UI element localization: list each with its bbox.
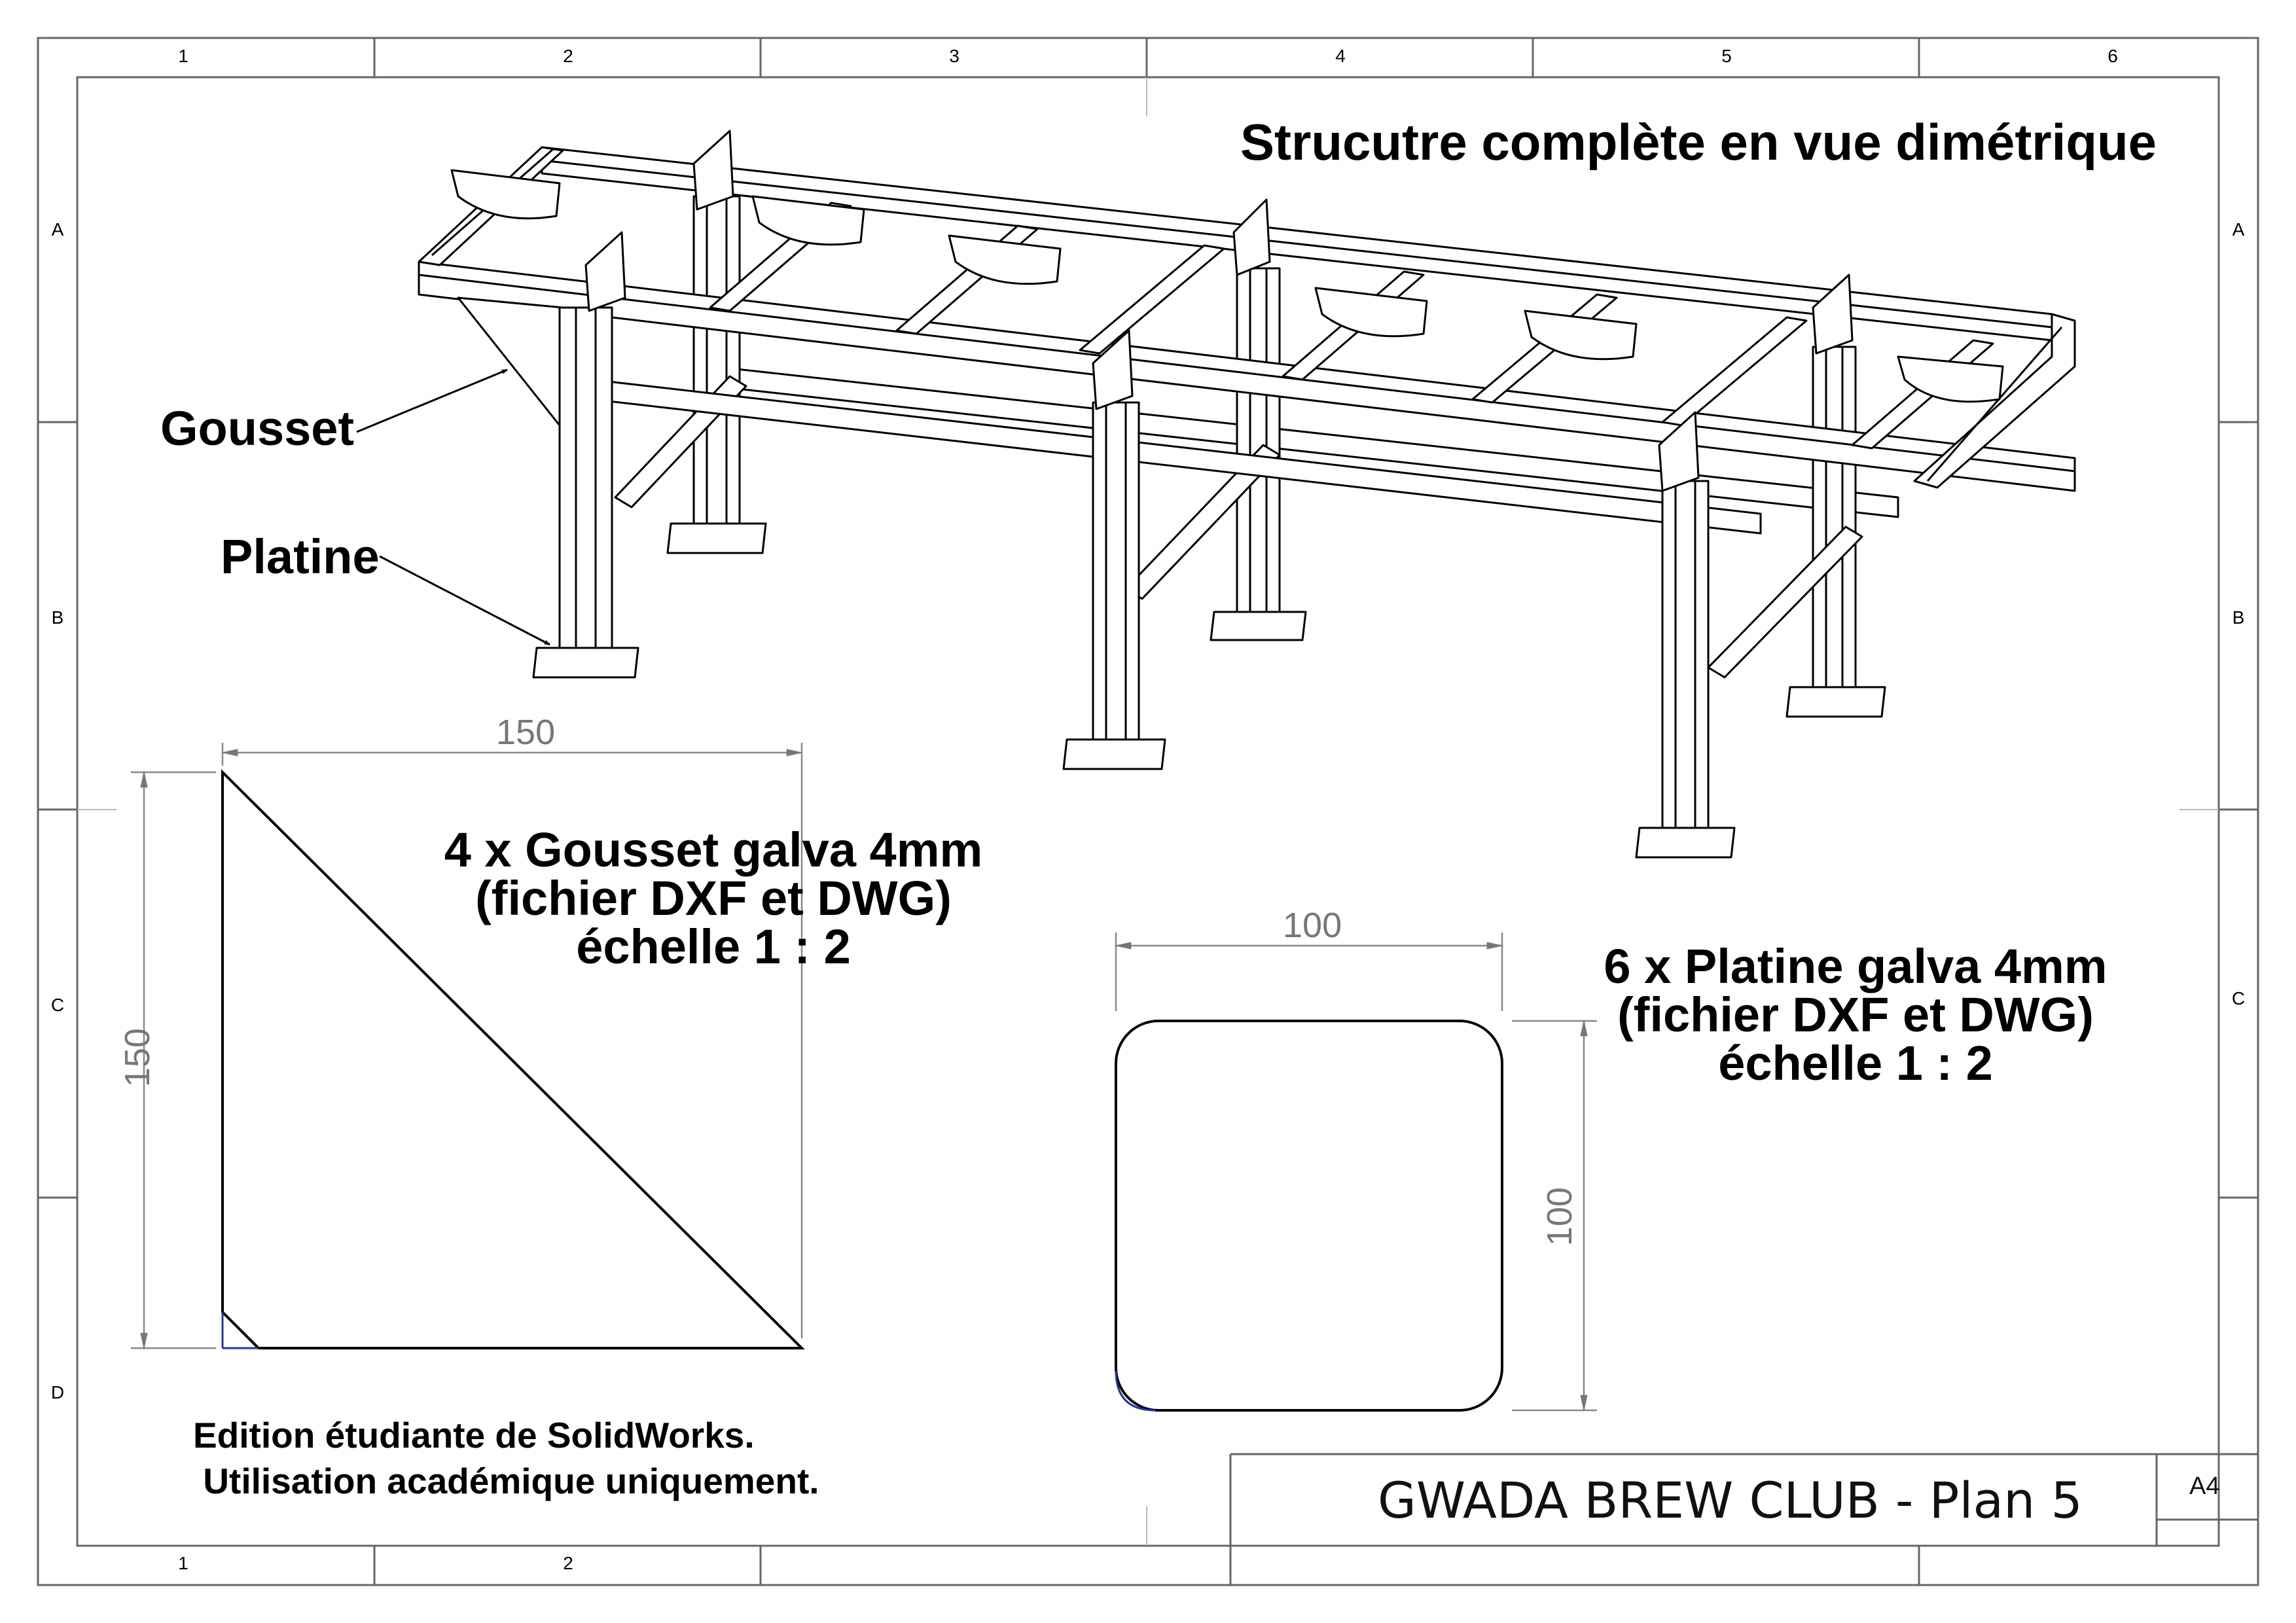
row-label-right-b: B bbox=[2232, 607, 2245, 628]
leg-front-2 bbox=[1062, 401, 1166, 770]
plate-flat-pattern bbox=[1114, 933, 1597, 1412]
zone-label-top-2: 2 bbox=[563, 46, 573, 66]
plate-note-line2: (fichier DXF et DWG) bbox=[1617, 988, 2094, 1042]
leg-rear-3 bbox=[1785, 346, 1886, 718]
view-title: Strucutre complète en vue dimétrique bbox=[1240, 113, 2157, 171]
plate-note-line3: échelle 1 : 2 bbox=[1718, 1036, 1993, 1090]
leg-front-3 bbox=[1635, 480, 1736, 859]
gusset-part-note: 4 x Gousset galva 4mm (fichier DXF et DW… bbox=[353, 826, 1073, 971]
row-label-left-c: C bbox=[50, 995, 65, 1015]
gusset-note-line2: (fichier DXF et DWG) bbox=[475, 871, 952, 925]
zone-label-bottom-2: 2 bbox=[563, 1553, 573, 1573]
gusset-flat-pattern bbox=[131, 743, 805, 1350]
edu-notice-line1: Edition étudiante de SolidWorks. bbox=[193, 1415, 755, 1455]
row-label-left-d: D bbox=[50, 1382, 65, 1402]
callout-gusset: Gousset bbox=[160, 401, 355, 455]
edu-notice-line2: Utilisation académique uniquement. bbox=[193, 1461, 819, 1501]
title-block bbox=[1229, 1453, 2258, 1546]
zone-label-top-6: 6 bbox=[2108, 46, 2118, 66]
plate-height-dimension: 100 bbox=[1540, 1186, 1579, 1247]
row-label-left-a: A bbox=[51, 219, 64, 240]
callout-leaders bbox=[356, 368, 550, 646]
sheet-size: A4 bbox=[2189, 1472, 2220, 1500]
plate-width-dimension: 100 bbox=[1283, 906, 1342, 945]
gusset-width-dimension: 150 bbox=[496, 713, 556, 752]
gusset-fins bbox=[584, 130, 1854, 492]
plate-part-note: 6 x Platine galva 4mm (fichier DXF et DW… bbox=[1496, 942, 2215, 1088]
gusset-height-dimension: 150 bbox=[118, 1027, 157, 1088]
leg-rear-2 bbox=[1210, 267, 1307, 641]
zone-label-top-4: 4 bbox=[1335, 46, 1346, 66]
zone-label-top-3: 3 bbox=[949, 46, 960, 66]
zone-label-top-1: 1 bbox=[178, 46, 188, 66]
saddles bbox=[450, 169, 2004, 403]
row-label-left-b: B bbox=[51, 607, 64, 628]
sheet-frame bbox=[37, 37, 2259, 1586]
edu-notice: Edition étudiante de SolidWorks. Utilisa… bbox=[193, 1412, 819, 1504]
zone-label-bottom-1: 1 bbox=[178, 1553, 188, 1573]
frame-structure-view bbox=[418, 130, 2076, 859]
row-label-right-c: C bbox=[2231, 988, 2246, 1008]
drawing-title: GWADA BREW CLUB - Plan 5 bbox=[1378, 1471, 2083, 1529]
callout-plate: Platine bbox=[221, 529, 380, 584]
leg-rear-1 bbox=[666, 195, 767, 554]
zone-label-top-5: 5 bbox=[1721, 46, 1732, 66]
row-label-right-a: A bbox=[2232, 219, 2245, 240]
gusset-note-line3: échelle 1 : 2 bbox=[576, 919, 851, 974]
plate-note-line1: 6 x Platine galva 4mm bbox=[1604, 939, 2108, 993]
gusset-detail bbox=[457, 296, 564, 427]
gusset-note-line1: 4 x Gousset galva 4mm bbox=[444, 823, 983, 877]
